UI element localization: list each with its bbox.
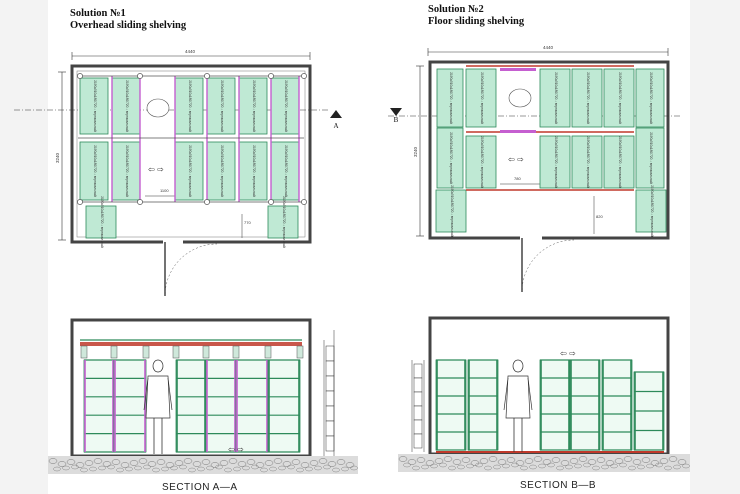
svg-text:2190x510x180/720 ↓ вертикальны: 2190x510x180/720 ↓ вертикальный — [618, 136, 622, 188]
sectionB-rack-2 — [539, 359, 571, 451]
plan2-width-dim: 4440 — [543, 45, 554, 50]
plan2-door-dim: 820 — [596, 214, 603, 219]
section-b-drawing: ⇦ ⇨ — [398, 316, 690, 472]
svg-text:2190x510x180/720 ↓ вертикальны: 2190x510x180/720 ↓ вертикальный — [586, 136, 590, 188]
plan2-rack-right-mid: 2190x510x180/720 ↓ вертикальный — [635, 127, 665, 189]
svg-text:2190x510x180/720 ↓ вертикальны: 2190x510x180/720 ↓ вертикальный — [282, 196, 286, 248]
svg-text:2190x510x180/720 ↓ вертикальны: 2190x510x180/720 ↓ вертикальный — [252, 80, 256, 132]
sectionB-rack-4 — [601, 359, 633, 451]
sectionB-rack-0 — [435, 359, 467, 451]
plan2-rack-top-0: 2190x510x180/720 ↓ вертикальный — [539, 68, 571, 128]
plan2-rack-left-top: 2190x510x180/720 ↓ вертикальный — [436, 68, 464, 128]
plan1-rack-top-0: 2190x510x180/720 ↓ вертикальный — [79, 77, 109, 135]
solution1-subtitle: Overhead sliding shelving — [70, 20, 187, 31]
plan1-rack-door-left: 2190x510x180/720 ↓ вертикальный — [85, 196, 117, 248]
plan1-rack-top-3: 2190x510x180/720 ↓ вертикальный — [206, 77, 236, 135]
svg-text:2190x510x180/720 ↓ вертикальны: 2190x510x180/720 ↓ вертикальный — [188, 80, 192, 132]
svg-text:2190x510x180/720 ↓ вертикальны: 2190x510x180/720 ↓ вертикальный — [125, 80, 129, 132]
sectionA-rack-1 — [113, 359, 147, 453]
svg-text:⇦ ⇨: ⇦ ⇨ — [560, 349, 576, 358]
person-figure-a — [143, 359, 173, 454]
svg-text:2190x510x180/720 ↓ вертикальны: 2190x510x180/720 ↓ вертикальный — [220, 80, 224, 132]
plan2-rack-top-2: 2190x510x180/720 ↓ вертикальный — [603, 68, 635, 128]
plan2-height-dim: 3240 — [413, 146, 418, 157]
plan-solution1: 4440 3240 A 1100 770 2190x510x180/720 ↓ … — [14, 49, 342, 297]
plan2-rack-a-top: 2190x510x180/720 ↓ вертикальный — [465, 68, 497, 128]
svg-text:2190x510x180/720 ↓ вертикальны: 2190x510x180/720 ↓ вертикальный — [650, 185, 654, 237]
plan1-rack-bottom-0: 2190x510x180/720 ↓ вертикальный — [79, 141, 109, 201]
plan1-rack-bottom-1: 2190x510x180/720 ↓ вертикальный — [111, 141, 141, 201]
plan1-door-dim: 770 — [244, 220, 251, 225]
right-margin — [690, 0, 740, 494]
svg-text:2190x510x180/720 ↓ вертикальны: 2190x510x180/720 ↓ вертикальный — [93, 145, 97, 197]
sectionA-rack-5 — [267, 359, 301, 453]
svg-text:2190x510x180/720 ↓ вертикальны: 2190x510x180/720 ↓ вертикальный — [125, 145, 129, 197]
solution2-heading: Solution №2 — [428, 4, 484, 15]
plan2-rack-door-right: 2190x510x180/720 ↓ вертикальный — [635, 185, 667, 237]
sectionA-rack-3 — [205, 359, 237, 453]
section-b-marker: B — [394, 116, 399, 124]
svg-text:2190x510x180/720 ↓ вертикальны: 2190x510x180/720 ↓ вертикальный — [449, 132, 453, 184]
plan2-rack-door-left: 2190x510x180/720 ↓ вертикальный — [435, 185, 467, 237]
plan1-rack-door-right: 2190x510x180/720 ↓ вертикальный — [267, 196, 299, 248]
svg-text:2190x510x180/720 ↓ вертикальны: 2190x510x180/720 ↓ вертикальный — [480, 136, 484, 188]
svg-text:⇦ ⇨: ⇦ ⇨ — [508, 155, 524, 164]
plan2-rack-left-mid: 2190x510x180/720 ↓ вертикальный — [436, 127, 464, 189]
plan2-gap-dim: 780 — [514, 176, 521, 181]
solution2-subtitle: Floor sliding shelving — [428, 16, 525, 27]
plan2-rack-bottom-0: 2190x510x180/720 ↓ вертикальный — [539, 135, 571, 189]
plan1-rack-bottom-5: 2190x510x180/720 ↓ вертикальный — [270, 141, 300, 201]
sectionA-rack-0 — [83, 359, 115, 453]
plan1-rack-top-5: 2190x510x180/720 ↓ вертикальный — [270, 77, 300, 135]
svg-text:2190x510x180/720 ↓ вертикальны: 2190x510x180/720 ↓ вертикальный — [93, 80, 97, 132]
plan1-rack-bottom-3: 2190x510x180/720 ↓ вертикальный — [206, 141, 236, 201]
svg-text:2190x510x180/720 ↓ вертикальны: 2190x510x180/720 ↓ вертикальный — [649, 72, 653, 124]
svg-text:2190x510x180/720 ↓ вертикальны: 2190x510x180/720 ↓ вертикальный — [284, 80, 288, 132]
plan1-gap-dim: 1100 — [160, 188, 169, 193]
svg-text:2190x510x180/720 ↓ вертикальны: 2190x510x180/720 ↓ вертикальный — [649, 132, 653, 184]
plan1-height-dim: 3240 — [55, 152, 60, 163]
svg-text:2190x510x180/720 ↓ вертикальны: 2190x510x180/720 ↓ вертикальный — [449, 72, 453, 124]
plan1-rack-top-4: 2190x510x180/720 ↓ вертикальный — [238, 77, 268, 135]
svg-text:2190x510x180/720 ↓ вертикальны: 2190x510x180/720 ↓ вертикальный — [554, 136, 558, 188]
plan2-rack-a-bottom: 2190x510x180/720 ↓ вертикальный — [465, 135, 497, 189]
plan1-rack-top-2: 2190x510x180/720 ↓ вертикальный — [174, 77, 204, 135]
section-a-marker: A — [333, 122, 338, 130]
plan2-rack-right-top: 2190x510x180/720 ↓ вертикальный — [635, 68, 665, 128]
solution1-heading: Solution №1 — [70, 8, 126, 19]
plan-solution2: 4440 3240 B 780 820 2190x510x180/720 ↓ в… — [388, 45, 680, 293]
section-a-drawing: ⇦ ⇨ — [48, 318, 358, 474]
plan2-rack-bottom-1: 2190x510x180/720 ↓ вертикальный — [571, 135, 603, 189]
plan1-width-dim: 4440 — [185, 49, 196, 54]
plan2-rack-bottom-2: 2190x510x180/720 ↓ вертикальный — [603, 135, 635, 189]
sectionA-rack-2 — [175, 359, 207, 453]
plan1-rack-top-1: 2190x510x180/720 ↓ вертикальный — [111, 77, 141, 135]
sectionA-rack-4 — [235, 359, 269, 453]
svg-text:2190x510x180/720 ↓ вертикальны: 2190x510x180/720 ↓ вертикальный — [220, 145, 224, 197]
svg-text:⇦ ⇨: ⇦ ⇨ — [228, 445, 244, 454]
svg-text:2190x510x180/720 ↓ вертикальны: 2190x510x180/720 ↓ вертикальный — [188, 145, 192, 197]
svg-text:2190x510x180/720 ↓ вертикальны: 2190x510x180/720 ↓ вертикальный — [450, 185, 454, 237]
svg-text:2190x510x180/720 ↓ вертикальны: 2190x510x180/720 ↓ вертикальный — [554, 72, 558, 124]
plan1-rack-bottom-2: 2190x510x180/720 ↓ вертикальный — [174, 141, 204, 201]
person-figure-b — [503, 359, 533, 452]
sectionB-rack-1 — [467, 359, 499, 451]
svg-text:2190x510x180/720 ↓ вертикальны: 2190x510x180/720 ↓ вертикальный — [100, 196, 104, 248]
plan2-rack-top-1: 2190x510x180/720 ↓ вертикальный — [571, 68, 603, 128]
left-margin — [0, 0, 48, 494]
section-b-label: SECTION B—B — [520, 480, 597, 491]
plan1-rack-bottom-4: 2190x510x180/720 ↓ вертикальный — [238, 141, 268, 201]
svg-text:⇦ ⇨: ⇦ ⇨ — [148, 165, 164, 174]
svg-text:2190x510x180/720 ↓ вертикальны: 2190x510x180/720 ↓ вертикальный — [480, 72, 484, 124]
svg-text:2190x510x180/720 ↓ вертикальны: 2190x510x180/720 ↓ вертикальный — [586, 72, 590, 124]
sectionB-rack-5 — [633, 371, 665, 451]
svg-text:2190x510x180/720 ↓ вертикальны: 2190x510x180/720 ↓ вертикальный — [252, 145, 256, 197]
svg-text:2190x510x180/720 ↓ вертикальны: 2190x510x180/720 ↓ вертикальный — [284, 145, 288, 197]
section-a-label: SECTION A—A — [162, 482, 238, 493]
sectionB-rack-3 — [569, 359, 601, 451]
svg-text:2190x510x180/720 ↓ вертикальны: 2190x510x180/720 ↓ вертикальный — [618, 72, 622, 124]
